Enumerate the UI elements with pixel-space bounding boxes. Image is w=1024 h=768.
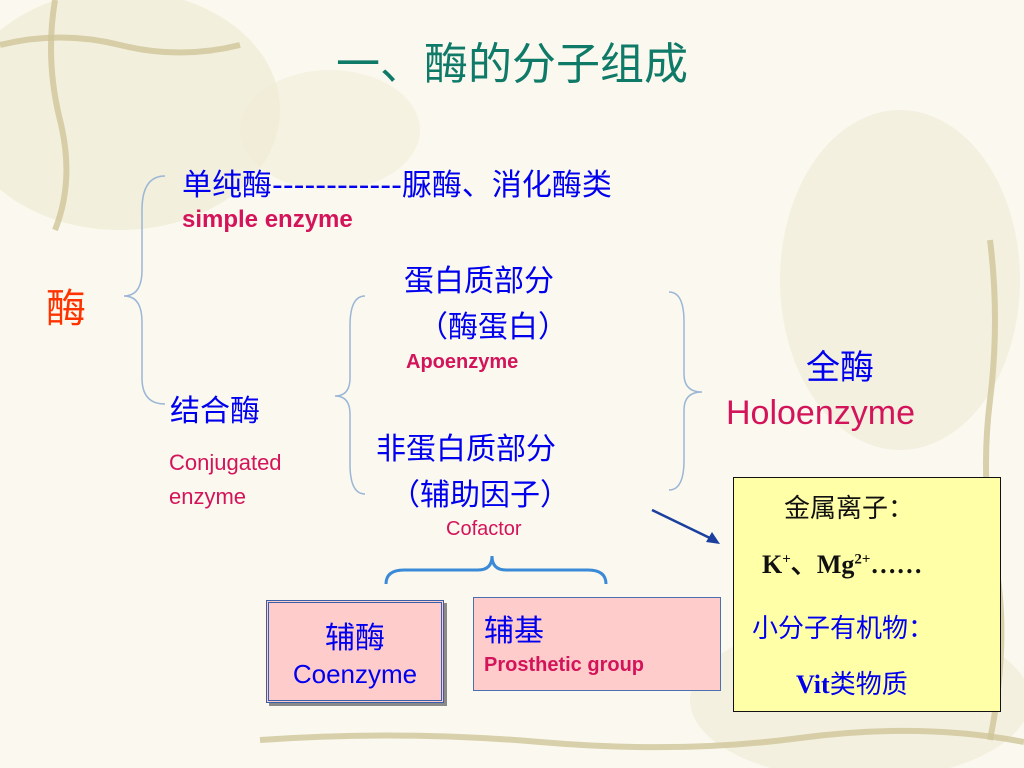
coenzyme-en: Coenzyme	[292, 659, 418, 689]
holoenzyme-cn: 全酶	[806, 348, 874, 388]
simple-enzyme-en: simple enzyme	[182, 206, 353, 233]
metal-ions-heading: 金属离子：	[784, 494, 915, 524]
arrow-down-right-icon	[651, 508, 720, 544]
vitamin-line: Vit类物质	[796, 664, 908, 701]
magnesium-charge: 2+	[854, 551, 871, 568]
ions-ellipsis: ……	[870, 550, 923, 579]
vitamin-rest: 类物质	[829, 670, 908, 700]
cofactor-label: Cofactor	[446, 518, 522, 540]
coenzyme-cn: 辅酶	[325, 621, 385, 656]
coenzyme-box: 辅酶 Coenzyme	[266, 600, 444, 703]
cofactor-brace	[384, 555, 608, 585]
metal-ions-list: K+、Mg2+……	[762, 544, 922, 581]
holoenzyme-brace	[668, 291, 703, 491]
metal-ion-box: 金属离子： K+、Mg2+…… 小分子有机物： Vit类物质	[733, 477, 1001, 712]
prosthetic-group-en: Prosthetic group	[484, 654, 645, 676]
apoenzyme-label: Apoenzyme	[406, 351, 519, 373]
nonprotein-part-line1: 非蛋白质部分	[376, 432, 556, 467]
potassium-charge: +	[782, 551, 791, 568]
prosthetic-group-cn: 辅基	[484, 614, 544, 649]
enzyme-label: 酶	[46, 286, 86, 332]
conjugated-enzyme-cn: 结合酶	[170, 394, 260, 429]
enzyme-main-brace	[123, 175, 166, 405]
magnesium-ion: Mg	[816, 550, 855, 579]
simple-enzyme-cn: 单纯酶------------脲酶、消化酶类	[182, 168, 612, 203]
small-organic-heading: 小分子有机物：	[752, 614, 935, 644]
nonprotein-part-line2: （辅助因子）	[390, 478, 570, 513]
conjugated-enzyme-en-2: enzyme	[169, 484, 247, 509]
potassium-ion: K	[762, 550, 783, 579]
page-title: 一、酶的分子组成	[336, 39, 688, 90]
holoenzyme-en: Holoenzyme	[726, 394, 915, 432]
prosthetic-group-box: 辅基 Prosthetic group	[473, 597, 721, 691]
vitamin-abbrev: Vit	[796, 670, 830, 699]
ion-separator: 、	[790, 550, 817, 579]
conjugated-brace	[334, 295, 366, 495]
protein-part-line1: 蛋白质部分	[404, 264, 554, 299]
protein-part-line2: （酶蛋白）	[418, 310, 568, 345]
conjugated-enzyme-en-1: Conjugated	[169, 450, 282, 475]
